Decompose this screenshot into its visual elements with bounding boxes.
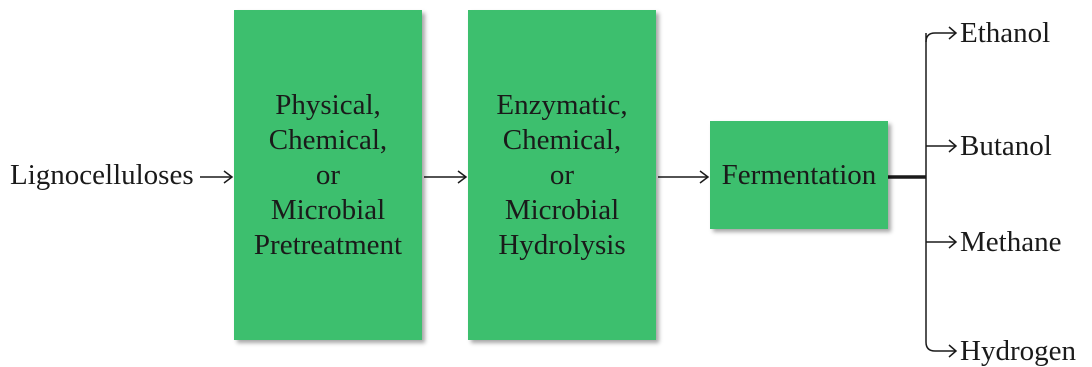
- arrowhead-methane: [948, 235, 958, 249]
- hydrolysis-box: Enzymatic, Chemical, or Microbial Hydrol…: [468, 10, 656, 340]
- fermentation-box: Fermentation: [710, 121, 888, 229]
- hydrolysis-line: Hydrolysis: [498, 228, 626, 261]
- pretreatment-line: Chemical,: [268, 123, 388, 156]
- arrowhead-pretreatment-to-hydrolysis: [457, 170, 468, 184]
- output-label-hydrogen: Hydrogen: [960, 335, 1076, 367]
- output-label-methane: Methane: [960, 226, 1062, 258]
- arrowhead-hydrolysis-to-fermentation: [699, 170, 710, 184]
- pretreatment-line: Pretreatment: [253, 228, 403, 261]
- pretreatment-box: Physical, Chemical, or Microbial Pretrea…: [234, 10, 422, 340]
- fermentation-label: Fermentation: [721, 158, 877, 191]
- pretreatment-line: or: [315, 158, 341, 191]
- branch-ethanol: [925, 32, 956, 43]
- arrowhead-input-to-pretreatment: [223, 170, 234, 184]
- hydrolysis-line: Chemical,: [502, 123, 622, 156]
- pretreatment-line: Microbial: [270, 193, 386, 226]
- hydrolysis-line: or: [549, 158, 575, 191]
- branch-hydrogen: [925, 341, 956, 352]
- output-label-butanol: Butanol: [960, 130, 1052, 162]
- arrowhead-ethanol: [948, 26, 958, 40]
- input-label-lignocelluloses: Lignocelluloses: [10, 159, 194, 191]
- hydrolysis-line: Enzymatic,: [496, 88, 628, 121]
- arrowhead-butanol: [948, 139, 958, 153]
- pretreatment-line: Physical,: [275, 88, 381, 121]
- arrowhead-hydrogen: [948, 344, 958, 358]
- hydrolysis-line: Microbial: [504, 193, 620, 226]
- output-label-ethanol: Ethanol: [960, 17, 1051, 49]
